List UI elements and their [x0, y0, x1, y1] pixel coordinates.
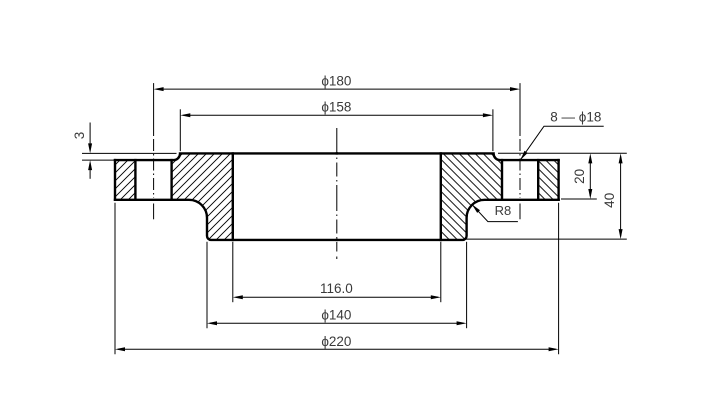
svg-text:20: 20 [572, 169, 587, 184]
svg-text:ϕ180: ϕ180 [321, 74, 351, 89]
svg-text:ϕ140: ϕ140 [321, 307, 351, 322]
svg-text:3: 3 [72, 132, 87, 140]
svg-text:40: 40 [602, 193, 617, 208]
svg-text:ϕ158: ϕ158 [321, 99, 351, 114]
svg-text:116.0: 116.0 [320, 281, 353, 296]
svg-text:R8: R8 [495, 203, 512, 218]
svg-text:ϕ220: ϕ220 [321, 334, 351, 349]
svg-text:8 — ϕ18: 8 — ϕ18 [550, 109, 601, 124]
